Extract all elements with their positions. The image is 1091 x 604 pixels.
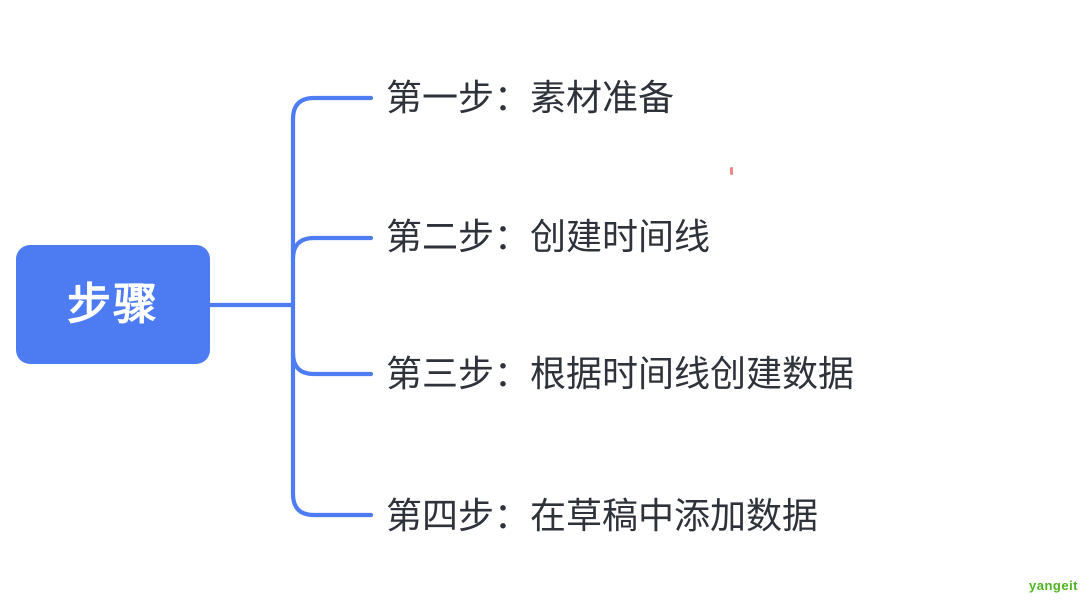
branch-node-4[interactable]: 第四步：在草稿中添加数据	[386, 495, 819, 536]
branch-node-3[interactable]: 第三步：根据时间线创建数据	[386, 353, 855, 394]
branch-node-2[interactable]: 第二步：创建时间线	[386, 216, 711, 257]
connector-trunk-and-outer-branches	[290, 95, 374, 518]
connector-branch-3	[290, 350, 374, 377]
stray-red-mark	[730, 167, 733, 175]
root-node[interactable]: 步骤	[16, 245, 210, 364]
connector-branch-2	[290, 235, 374, 262]
root-node-label: 步骤	[67, 279, 159, 329]
branch-node-1[interactable]: 第一步：素材准备	[386, 77, 675, 118]
watermark: yangeit	[1029, 578, 1079, 593]
